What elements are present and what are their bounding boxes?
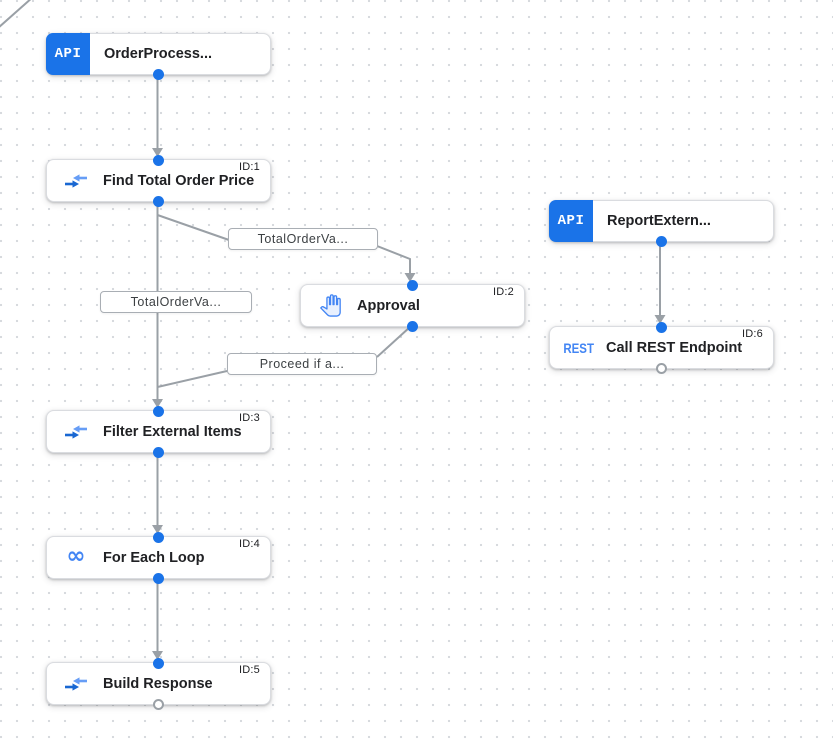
connection-point-in[interactable] <box>153 154 164 166</box>
connection-point-in[interactable] <box>407 279 418 291</box>
connection-point-out[interactable] <box>656 235 667 247</box>
trigger-node-report-extern[interactable]: API ReportExtern... <box>549 200 774 247</box>
edge-find-to-approval-b <box>376 245 411 274</box>
arrowhead <box>404 273 416 282</box>
connection-point-out-open[interactable] <box>153 698 164 710</box>
connection-point-in[interactable] <box>153 657 164 669</box>
task-node-call-rest-endpoint[interactable]: ID:6 REST Call REST Endpoint <box>549 321 774 374</box>
arrowhead <box>152 651 163 660</box>
task-title: For Each Loop <box>103 549 205 566</box>
api-trigger-badge: API <box>46 33 90 75</box>
task-id-label: ID:2 <box>493 286 514 298</box>
connection-point-out[interactable] <box>153 446 164 458</box>
task-id-label: ID:6 <box>742 328 763 340</box>
data-mapping-icon <box>61 171 91 191</box>
api-trigger-badge: API <box>549 200 593 242</box>
task-node-filter-external-items[interactable]: ID:3 Filter External Items <box>46 405 271 458</box>
task-title: Call REST Endpoint <box>606 339 743 356</box>
edge-offscreen <box>0 0 32 28</box>
connection-point-out-open[interactable] <box>656 362 667 374</box>
edge-find-to-approval-a <box>156 203 230 241</box>
infinity-icon: ∞ <box>66 543 86 569</box>
task-id-label: ID:5 <box>239 664 260 676</box>
connection-point-out[interactable] <box>153 572 164 584</box>
connection-point-out[interactable] <box>153 195 164 207</box>
trigger-node-order-process[interactable]: API OrderProcess... <box>46 33 271 80</box>
trigger-title: OrderProcess... <box>104 46 212 62</box>
task-node-find-total-order-price[interactable]: ID:1 Find Total Order Price <box>46 154 271 207</box>
task-node-for-each-loop[interactable]: ID:4 ∞ For Each Loop <box>46 531 271 584</box>
task-id-label: ID:4 <box>239 538 260 550</box>
edge-label-total-order-value-to-approval[interactable]: TotalOrderVa... <box>228 228 378 250</box>
task-node-approval[interactable]: ID:2 Approval <box>300 279 525 332</box>
connection-point-out[interactable] <box>407 320 418 332</box>
task-title: Approval <box>357 297 420 314</box>
arrowhead <box>152 399 163 408</box>
task-id-label: ID:1 <box>239 161 260 173</box>
arrowhead <box>654 315 666 324</box>
data-mapping-icon <box>61 422 91 442</box>
edge-approval-to-filter-b <box>157 370 228 388</box>
data-mapping-icon <box>61 674 91 694</box>
approval-hand-icon <box>315 294 345 317</box>
edge-label-proceed-if-approved[interactable]: Proceed if a... <box>227 353 377 375</box>
arrowhead <box>152 525 163 534</box>
connection-point-out[interactable] <box>153 68 164 80</box>
task-title: Filter External Items <box>103 423 242 440</box>
trigger-title: ReportExtern... <box>607 213 711 229</box>
task-id-label: ID:3 <box>239 412 260 424</box>
connection-point-in[interactable] <box>656 321 667 333</box>
connection-point-in[interactable] <box>153 531 164 543</box>
task-node-build-response[interactable]: ID:5 Build Response <box>46 657 271 710</box>
connection-point-in[interactable] <box>153 405 164 417</box>
task-title: Build Response <box>103 675 213 692</box>
task-title: Find Total Order Price <box>103 172 255 189</box>
edge-label-total-order-value-to-filter[interactable]: TotalOrderVa... <box>100 291 252 313</box>
edge-approval-to-filter-a <box>376 326 411 358</box>
arrowhead <box>152 148 163 157</box>
rest-icon: REST <box>563 339 595 356</box>
